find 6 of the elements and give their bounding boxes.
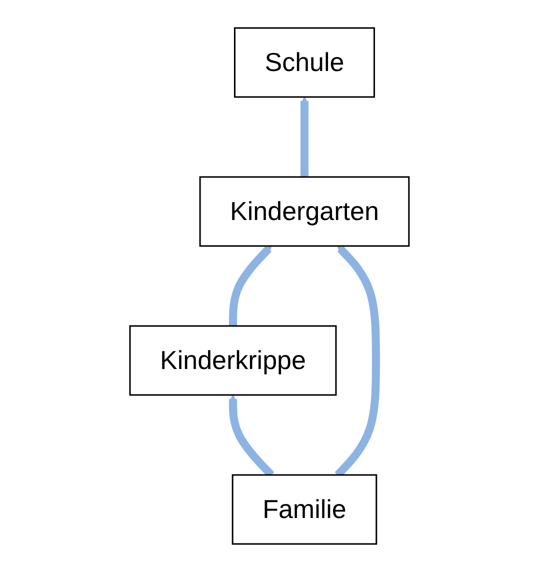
- node-box: Familie: [231, 474, 377, 544]
- node-box: Kindergarten: [198, 176, 410, 246]
- node-box: Schule: [234, 26, 374, 98]
- arrow: [300, 96, 308, 176]
- arrow: [228, 245, 272, 326]
- node-box: Kinderkrippe: [128, 324, 336, 396]
